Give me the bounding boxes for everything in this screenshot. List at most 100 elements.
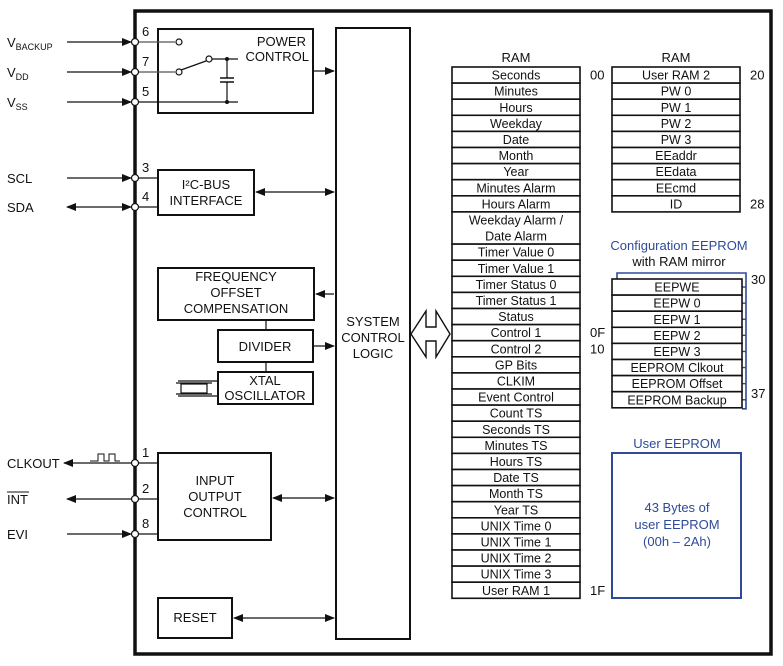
pin-sda: SDA 4 <box>7 189 149 215</box>
ram1-cell: Seconds TS <box>451 420 581 439</box>
ram1-cell-label: Hours <box>499 101 532 115</box>
pin-connector <box>130 529 140 539</box>
ram1-cell-label: Control 2 <box>491 342 542 356</box>
ram1-cell-label: Timer Status 1 <box>476 294 557 308</box>
ram1-cell-label: Timer Value 1 <box>478 262 554 276</box>
ram2-cell: EEdata <box>611 162 741 181</box>
user-eeprom-line-1: 43 Bytes of <box>644 500 709 515</box>
ram1-cell: GP Bits <box>451 355 581 374</box>
reset-block: RESET <box>157 597 233 639</box>
config_eeprom-cell-label: EEPROM Backup <box>627 393 726 407</box>
pin-vss: VSS 5 <box>7 84 149 112</box>
pin-label-vbackup: VBACKUP <box>7 35 53 52</box>
freq-label-2: OFFSET <box>210 285 261 300</box>
ram2-title: RAM <box>662 50 691 65</box>
pin-connector <box>130 97 140 107</box>
ram1-cell: Weekday <box>451 114 581 133</box>
pin-label-vss: VSS <box>7 95 28 112</box>
ram1-cell-label: CLKIM <box>497 375 535 389</box>
pin-label-clkout: CLKOUT <box>7 456 60 471</box>
ram1-cell-label: GP Bits <box>495 358 537 372</box>
ram1-cell-label: Timer Value 0 <box>478 246 554 260</box>
user-eeprom-title: User EEPROM <box>633 436 720 451</box>
ram1-address: 0F <box>590 325 605 340</box>
ram1-cell: Hours TS <box>451 452 581 471</box>
xtal-oscillator-block: XTAL OSCILLATOR <box>176 371 314 405</box>
ram1-cell: Year TS <box>451 500 581 519</box>
ram1-cell: Month <box>451 146 581 165</box>
config_eeprom-cell-label: EEPW 1 <box>653 313 700 327</box>
pin-connector <box>130 458 140 468</box>
ram2-cell-label: EEdata <box>655 165 696 179</box>
ram2-cell: PW 1 <box>611 98 741 117</box>
config_eeprom-cell: EEPW 2 <box>611 326 743 345</box>
config_eeprom-cell: EEPROM Clkout <box>611 358 743 377</box>
ram1-cell-label: Month TS <box>489 487 543 501</box>
ram1-cell-label: Minutes Alarm <box>476 181 555 195</box>
ram1-cell: Timer Status 0 <box>451 275 581 294</box>
input-output-control-block: INPUT OUTPUT CONTROL <box>135 452 272 541</box>
pin-connector <box>130 173 140 183</box>
ram2-cell-label: User RAM 2 <box>642 69 710 83</box>
user-eeprom-box <box>611 452 742 599</box>
ram1-cell: Minutes TS <box>451 436 581 455</box>
ram1-cell: Minutes <box>451 82 581 100</box>
ram1-cell-label: Minutes TS <box>485 439 548 453</box>
pin-label-scl: SCL <box>7 171 32 186</box>
ram1-cell-label: Seconds <box>492 69 541 83</box>
ram1-cell: Hours <box>451 98 581 117</box>
config_eeprom-cell-label: EEPROM Offset <box>632 377 723 391</box>
ram2-cell: PW 2 <box>611 114 741 133</box>
pin-number-evi: 8 <box>142 516 149 531</box>
ram2-address: 28 <box>750 196 764 211</box>
power-control-block: POWER CONTROL <box>135 28 314 114</box>
ram1-cell: Count TS <box>451 404 581 423</box>
pin-connector <box>130 67 140 77</box>
ram1-cell: Date TS <box>451 468 581 487</box>
scl-logic-label-3: LOGIC <box>353 346 393 361</box>
pin-label-evi: EVI <box>7 527 28 542</box>
config_eeprom-cell: EEPROM Backup <box>611 390 743 409</box>
pin-number-vss: 5 <box>142 84 149 99</box>
ram1-cell-label: Seconds TS <box>482 423 550 437</box>
scl-logic-label-2: CONTROL <box>341 330 405 345</box>
ram1-title: RAM <box>502 50 531 65</box>
ram1-cell-label: UNIX Time 1 <box>481 536 552 550</box>
freq-label-1: FREQUENCY <box>195 269 277 284</box>
ram1-cell: Weekday Alarm /Date Alarm <box>451 211 581 245</box>
xtal-label-2: OSCILLATOR <box>224 388 305 403</box>
pin-number-int: 2 <box>142 481 149 496</box>
config_eeprom-cell: EEPROM Offset <box>611 374 743 393</box>
ram2-cell: EEaddr <box>611 146 741 165</box>
config-eeprom-addr-end: 37 <box>751 386 765 401</box>
clock-waveform-icon <box>90 453 120 462</box>
ram1-cell-label: Year TS <box>494 503 538 517</box>
ram2-cell-label: PW 2 <box>661 117 692 131</box>
system-control-logic-block: SYSTEM CONTROL LOGIC <box>335 27 411 640</box>
ram2-cell: PW 3 <box>611 130 741 149</box>
scl-logic-label-1: SYSTEM <box>346 314 399 329</box>
ram1-cell: Date <box>451 130 581 149</box>
pin-number-sda: 4 <box>142 189 149 204</box>
ram1-cell-label: Event Control <box>478 391 554 405</box>
ram1-cell: UNIX Time 3 <box>451 565 581 583</box>
ram1-address: 1F <box>590 583 605 598</box>
pin-label-sda: SDA <box>7 200 34 215</box>
config_eeprom-cell-label: EEPW 2 <box>653 329 700 343</box>
ram1-cell-label: UNIX Time 2 <box>481 552 552 566</box>
ram1-cell-label: Control 1 <box>491 326 542 340</box>
user-eeprom-line-3: (00h – 2Ah) <box>643 534 711 549</box>
